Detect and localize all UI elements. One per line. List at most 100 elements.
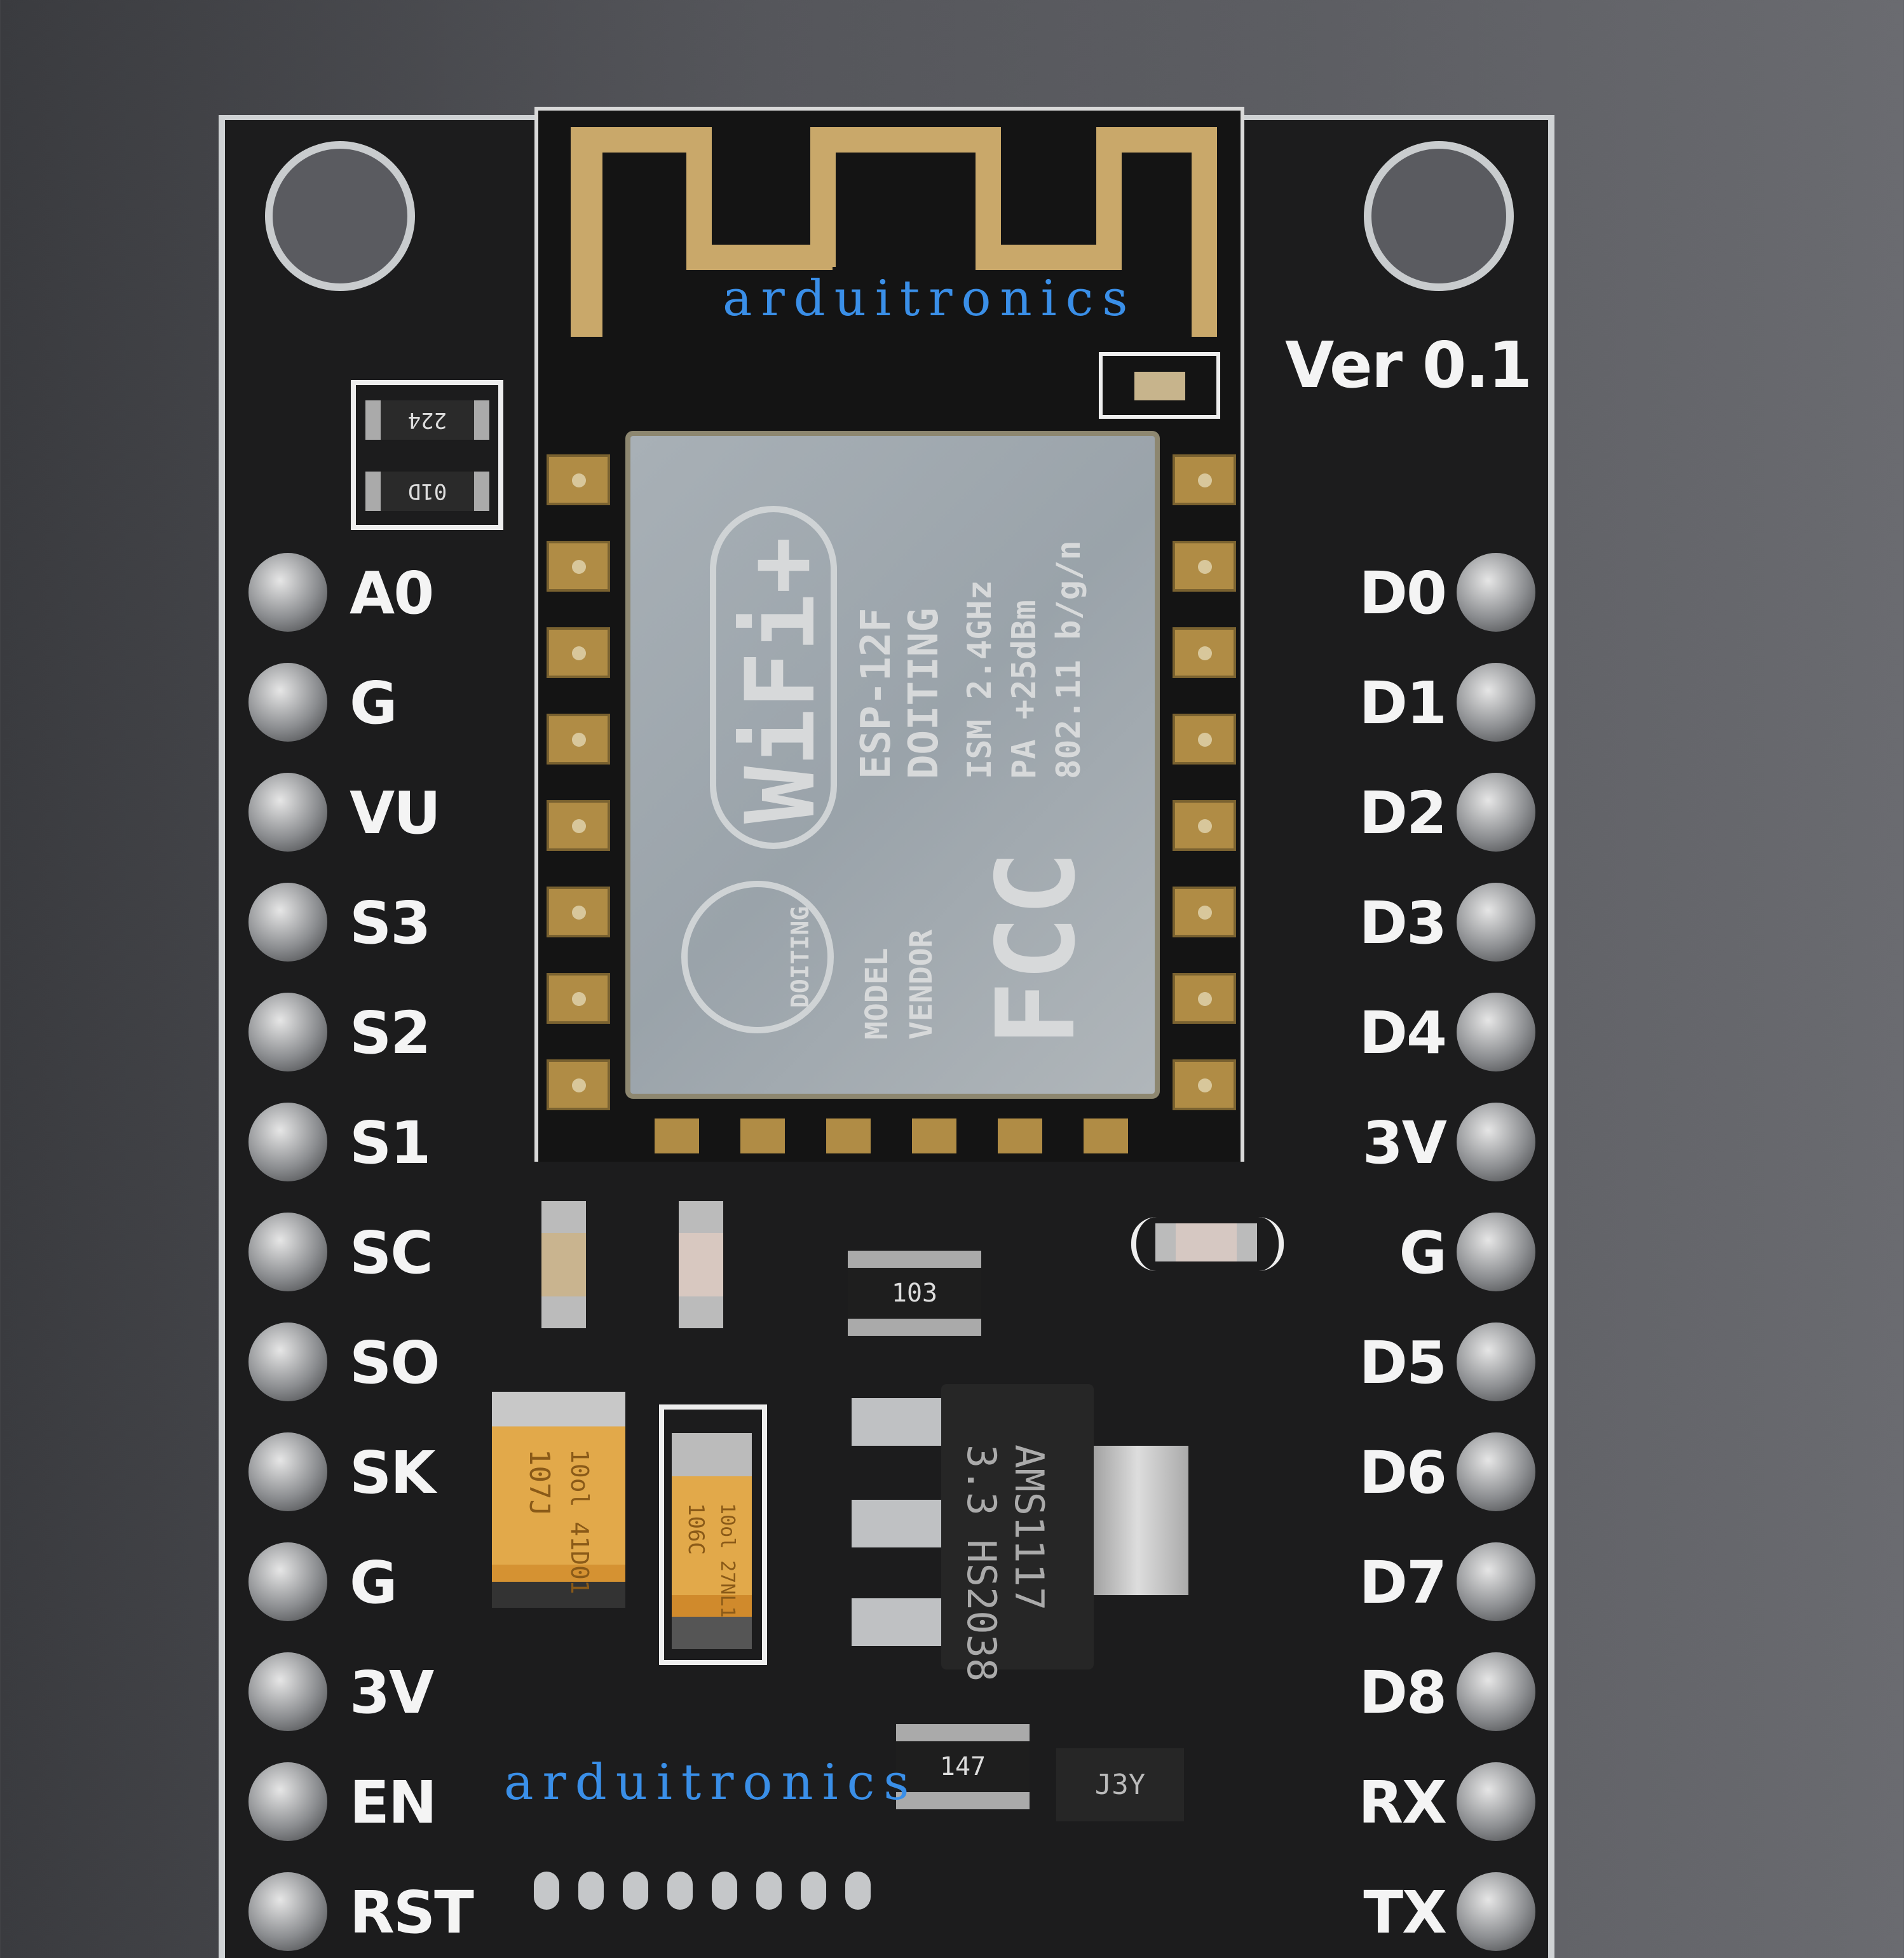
header-pin[interactable] bbox=[248, 883, 327, 962]
module-pad bbox=[1173, 1059, 1236, 1110]
status-led bbox=[1099, 352, 1220, 419]
spec-80211: 802.11 b/g/n bbox=[1050, 540, 1088, 779]
header-pin[interactable] bbox=[1457, 1762, 1535, 1841]
watermark-text: arduitronics bbox=[723, 270, 1137, 327]
pin-label: S1 bbox=[350, 1109, 431, 1177]
module-pad bbox=[655, 1118, 699, 1153]
module-pad bbox=[998, 1118, 1042, 1153]
ic-pin bbox=[801, 1872, 826, 1910]
pin-label: SO bbox=[350, 1329, 440, 1397]
module-pad bbox=[547, 887, 610, 937]
resistor-01d: 01D bbox=[365, 472, 489, 511]
resistor-silk-box bbox=[351, 380, 503, 530]
capacitor-smd bbox=[541, 1201, 586, 1328]
header-pin[interactable] bbox=[1457, 1103, 1535, 1181]
header-pin[interactable] bbox=[248, 993, 327, 1071]
module-pad bbox=[547, 627, 610, 678]
header-pin[interactable] bbox=[248, 663, 327, 742]
header-pin[interactable] bbox=[248, 1872, 327, 1951]
fcc-logo: FCC bbox=[974, 850, 1099, 1046]
pin-label: VU bbox=[350, 779, 441, 847]
header-pin[interactable] bbox=[1457, 883, 1535, 962]
pin-label: SK bbox=[350, 1439, 436, 1507]
ic-pin bbox=[534, 1872, 559, 1910]
header-pin[interactable] bbox=[1457, 993, 1535, 1071]
module-pad bbox=[740, 1118, 785, 1153]
module-pad bbox=[547, 1059, 610, 1110]
wifi-logo: WiFi+ bbox=[726, 536, 836, 824]
regulator-code: 3.3 HS2038 bbox=[958, 1445, 1005, 1682]
resistor-array-103: 103 bbox=[848, 1251, 981, 1336]
ic-pin bbox=[712, 1872, 737, 1910]
ic-pin bbox=[845, 1872, 871, 1910]
header-pin[interactable] bbox=[1457, 663, 1535, 742]
watermark-text: arduitronics bbox=[504, 1754, 918, 1811]
header-pin[interactable] bbox=[1457, 1542, 1535, 1621]
regulator-part: AMS1117 bbox=[1006, 1445, 1052, 1611]
header-pin[interactable] bbox=[1457, 1872, 1535, 1951]
header-pin[interactable] bbox=[1457, 1322, 1535, 1401]
pin-label: D7 bbox=[1359, 1549, 1447, 1617]
module-pad bbox=[547, 714, 610, 765]
module-pad bbox=[1173, 627, 1236, 678]
header-pin[interactable] bbox=[248, 1762, 327, 1841]
wifi-logo-badge bbox=[710, 506, 837, 849]
header-pin[interactable] bbox=[248, 1652, 327, 1731]
doiting-brand: DOITING bbox=[786, 906, 814, 1008]
pin-label: D6 bbox=[1359, 1439, 1447, 1507]
module-pad bbox=[826, 1118, 871, 1153]
spec-ism: ISM 2.4GHz bbox=[961, 580, 999, 779]
module-pad bbox=[1173, 454, 1236, 505]
pin-label: G bbox=[350, 1549, 398, 1617]
vendor-label: VENDOR bbox=[904, 929, 939, 1040]
pin-label: D2 bbox=[1359, 779, 1447, 847]
pin-label: G bbox=[350, 669, 398, 737]
transistor-j3y: J3Y bbox=[1056, 1748, 1184, 1821]
pin-label: D3 bbox=[1359, 889, 1447, 957]
pin-label: EN bbox=[350, 1769, 437, 1837]
header-pin[interactable] bbox=[1457, 773, 1535, 852]
doiting-logo bbox=[681, 881, 834, 1033]
pin-label: D4 bbox=[1359, 999, 1447, 1067]
ams1117-regulator: AMS1117 3.3 HS2038 bbox=[941, 1384, 1094, 1682]
version-label: Ver 0.1 bbox=[1285, 328, 1532, 402]
ic-pin bbox=[667, 1872, 693, 1910]
pin-label: RX bbox=[1358, 1769, 1447, 1837]
mounting-hole-right bbox=[1364, 141, 1514, 291]
header-pin[interactable] bbox=[248, 773, 327, 852]
module-pad bbox=[547, 800, 610, 851]
ic-pin bbox=[623, 1872, 648, 1910]
cap-small-lot: 10ol 27NL1 bbox=[716, 1503, 738, 1618]
pin-label: S2 bbox=[350, 999, 431, 1067]
header-pin[interactable] bbox=[1457, 1652, 1535, 1731]
pin-label: D1 bbox=[1359, 669, 1447, 737]
pin-label: G bbox=[1399, 1219, 1447, 1287]
pin-label: SC bbox=[350, 1219, 433, 1287]
module-pad bbox=[547, 454, 610, 505]
pin-label: S3 bbox=[350, 889, 431, 957]
cap-large-code: 107J bbox=[523, 1449, 555, 1516]
header-pin[interactable] bbox=[248, 1432, 327, 1511]
header-pin[interactable] bbox=[248, 1542, 327, 1621]
ic-pin bbox=[578, 1872, 604, 1910]
regulator-lead bbox=[852, 1398, 944, 1446]
capacitor-silk bbox=[1131, 1217, 1284, 1271]
resistor-224: 224 bbox=[365, 400, 489, 440]
model-label: MODEL bbox=[859, 948, 895, 1040]
pin-label: TX bbox=[1363, 1879, 1447, 1947]
header-pin[interactable] bbox=[1457, 553, 1535, 632]
module-pad bbox=[912, 1118, 956, 1153]
module-pad bbox=[1173, 800, 1236, 851]
ic-pin bbox=[756, 1872, 782, 1910]
mounting-hole-left bbox=[265, 141, 415, 291]
header-pin[interactable] bbox=[248, 1103, 327, 1181]
header-pin[interactable] bbox=[248, 1213, 327, 1291]
header-pin[interactable] bbox=[1457, 1432, 1535, 1511]
cap-large-lot: 10ol 41D01 bbox=[566, 1449, 594, 1594]
header-pin[interactable] bbox=[1457, 1213, 1535, 1291]
module-pad bbox=[1084, 1118, 1128, 1153]
capacitor-smd bbox=[679, 1201, 723, 1328]
pin-label: 3V bbox=[1362, 1109, 1447, 1177]
header-pin[interactable] bbox=[248, 553, 327, 632]
header-pin[interactable] bbox=[248, 1322, 327, 1401]
